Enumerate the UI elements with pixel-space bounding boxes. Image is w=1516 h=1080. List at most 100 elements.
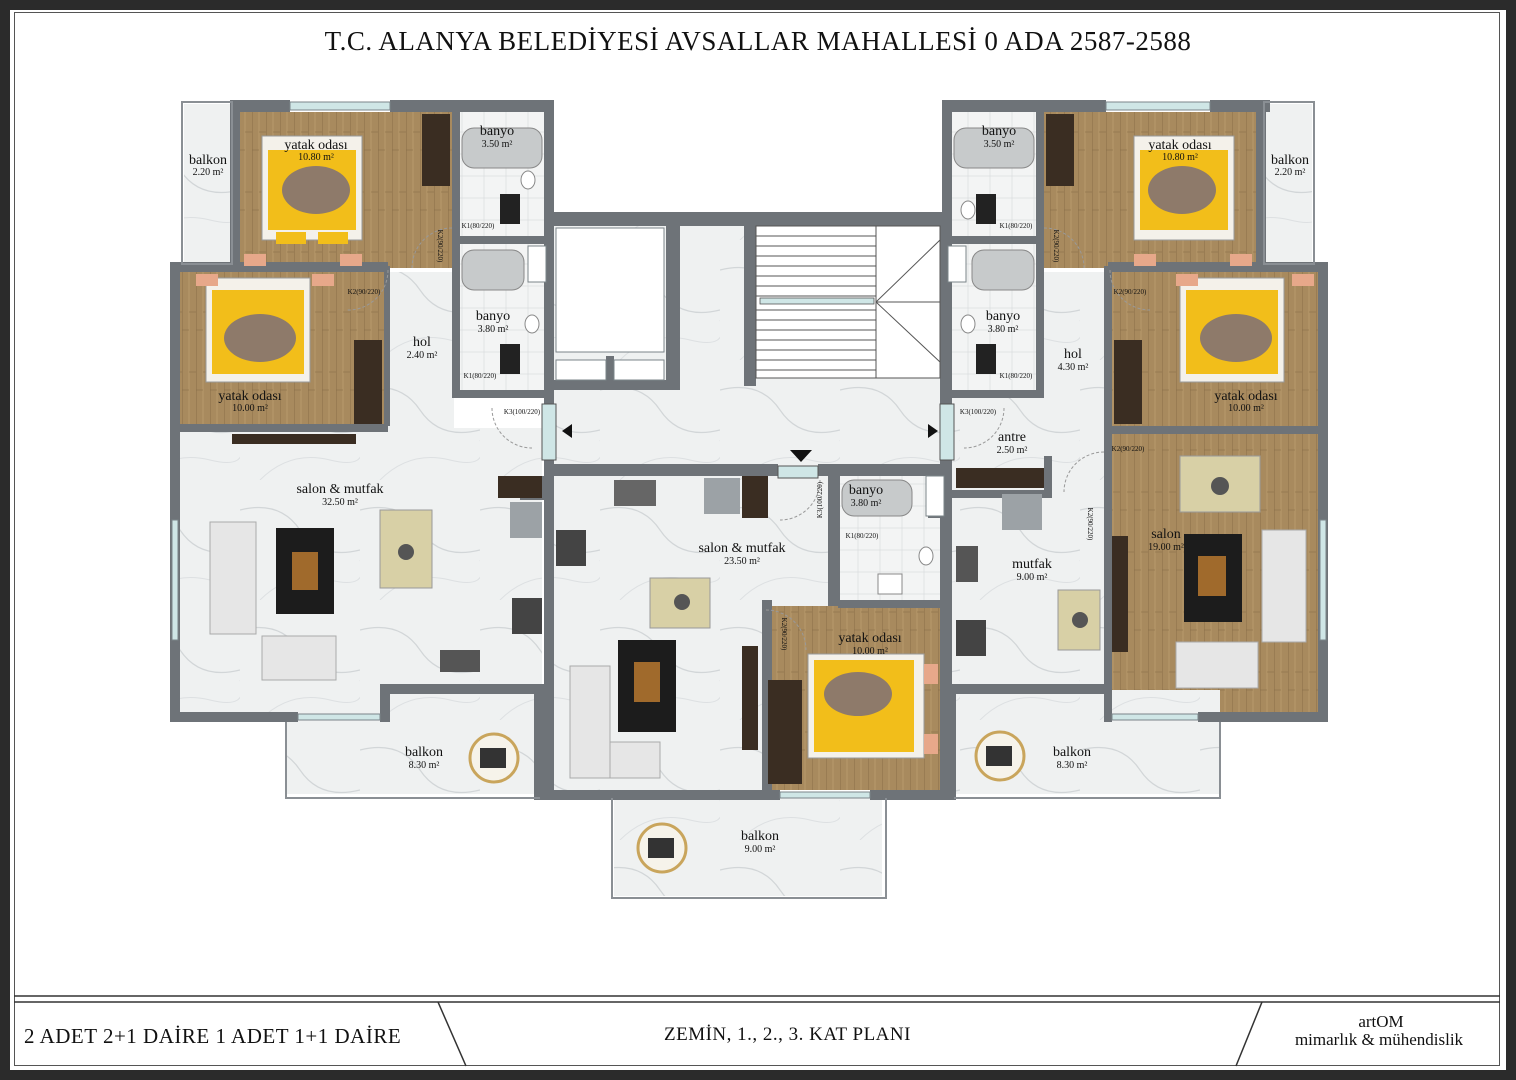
- room-area: 9.00 m²: [1017, 572, 1048, 583]
- room-area: 8.30 m²: [1057, 760, 1088, 771]
- room-name: balkon: [405, 745, 443, 760]
- bed-left-1: [244, 135, 363, 266]
- left-bath1-fixtures: [461, 127, 543, 224]
- room-name: yatak odası: [284, 138, 347, 153]
- door-code: K3(100/220): [816, 481, 824, 518]
- door-code: K3(100/220): [504, 408, 541, 416]
- room-area: 2.40 m²: [407, 350, 438, 361]
- door-code: K2(90/220): [348, 288, 381, 296]
- footer: 2 ADET 2+1 DAİRE 1 ADET 1+1 DAİRE ZEMİN,…: [14, 996, 1500, 1066]
- room-area: 2.20 m²: [193, 167, 224, 178]
- left-balcony-table: [468, 732, 520, 784]
- left-small-balcony-floor: [184, 104, 234, 264]
- bed-right-2: [1114, 274, 1314, 424]
- room-area: 3.80 m²: [478, 324, 509, 335]
- room-name: balkon: [1271, 153, 1309, 168]
- room-area: 3.80 m²: [851, 498, 882, 509]
- room-area: 10.00 m²: [232, 403, 268, 414]
- plan-name: ZEMİN, 1., 2., 3. KAT PLANI: [664, 1024, 911, 1045]
- units-summary: 2 ADET 2+1 DAİRE 1 ADET 1+1 DAİRE: [24, 1024, 402, 1048]
- room-area: 3.50 m²: [482, 139, 513, 150]
- firm-name: artOM: [1358, 1012, 1404, 1031]
- bed-left-2: [196, 274, 382, 424]
- left-salon-furniture: [209, 476, 542, 681]
- door-code: K2(90/220): [1086, 508, 1094, 541]
- door-code: K2(90/220): [1112, 445, 1145, 453]
- room-name: balkon: [189, 153, 227, 168]
- right-apartment-door[interactable]: [939, 403, 955, 461]
- room-name: hol: [1064, 347, 1082, 362]
- right-small-balcony-floor: [1262, 104, 1312, 264]
- room-name: banyo: [982, 124, 1016, 139]
- room-name: banyo: [476, 309, 510, 324]
- room-area: 10.00 m²: [1228, 403, 1264, 414]
- door-code: K2(90/220): [1114, 288, 1147, 296]
- room-name: banyo: [849, 483, 883, 498]
- center-balcony-table: [636, 822, 688, 874]
- door-code: K1(80/220): [464, 372, 497, 380]
- main-door[interactable]: [777, 465, 819, 479]
- bed-center: [768, 653, 938, 784]
- wardrobe-left-1: [422, 114, 450, 186]
- door-code: K2(90/220): [1052, 230, 1060, 263]
- shoe-cabinet-right: [956, 468, 1044, 488]
- room-area: 19.00 m²: [1148, 542, 1184, 553]
- room-name: antre: [998, 430, 1026, 445]
- door-swings: [345, 227, 1151, 651]
- left-bath2-fixtures: [461, 249, 540, 374]
- room-area: 10.80 m²: [1162, 152, 1198, 163]
- room-name: salon: [1151, 527, 1181, 542]
- room-area: 2.20 m²: [1275, 167, 1306, 178]
- title-block: [14, 995, 1500, 1067]
- left-entry-arrow-icon: [562, 424, 572, 438]
- door-code: K3(100/220): [960, 408, 997, 416]
- room-name: salon & mutfak: [296, 482, 383, 497]
- room-area: 3.80 m²: [988, 324, 1019, 335]
- right-balcony-table: [974, 730, 1026, 782]
- door-code: K1(80/220): [1000, 222, 1033, 230]
- room-name: yatak odası: [1148, 138, 1211, 153]
- door-code: K1(80/220): [1000, 372, 1033, 380]
- right-kitchen-furniture: [956, 494, 1101, 656]
- left-apartment-door[interactable]: [541, 403, 557, 461]
- left-hall-floor: [388, 272, 454, 428]
- room-name: hol: [413, 335, 431, 350]
- door-code: K1(80/220): [846, 532, 879, 540]
- drawing-title: T.C. ALANYA BELEDİYESİ AVSALLAR MAHALLES…: [324, 26, 1192, 56]
- room-area: 2.50 m²: [997, 445, 1028, 456]
- door-code: K2(90/220): [780, 618, 788, 651]
- door-code: K1(80/220): [462, 222, 495, 230]
- room-area: 4.30 m²: [1058, 362, 1089, 373]
- staircase: [755, 225, 941, 379]
- room-area: 3.50 m²: [984, 139, 1015, 150]
- room-name: banyo: [480, 124, 514, 139]
- windows: [171, 101, 1327, 799]
- room-name: yatak odası: [218, 389, 281, 404]
- room-area: 32.50 m²: [322, 497, 358, 508]
- entry-arrow-icon: [790, 450, 812, 462]
- room-name: yatak odası: [838, 631, 901, 646]
- right-bath1-fixtures: [953, 127, 1035, 224]
- room-area: 23.50 m²: [724, 556, 760, 567]
- right-entry-arrow-icon: [928, 424, 938, 438]
- room-area: 9.00 m²: [745, 844, 776, 855]
- room-name: banyo: [986, 309, 1020, 324]
- room-name: mutfak: [1012, 557, 1052, 572]
- room-name: balkon: [741, 829, 779, 844]
- room-name: yatak odası: [1214, 389, 1277, 404]
- room-area: 10.00 m²: [852, 646, 888, 657]
- room-name: salon & mutfak: [698, 541, 785, 556]
- tv-unit-left: [232, 434, 356, 444]
- room-name: balkon: [1053, 745, 1091, 760]
- right-bath2-fixtures: [960, 249, 1035, 374]
- right-salon-furniture: [1112, 455, 1307, 689]
- firm-description: mimarlık & mühendislik: [1294, 1030, 1464, 1049]
- room-area: 8.30 m²: [409, 760, 440, 771]
- door-code: K2(90/220): [436, 230, 444, 263]
- bed-right-1: [1046, 114, 1252, 266]
- balcony-rails: [181, 101, 1315, 899]
- center-salon-furniture: [556, 476, 768, 779]
- room-area: 10.80 m²: [298, 152, 334, 163]
